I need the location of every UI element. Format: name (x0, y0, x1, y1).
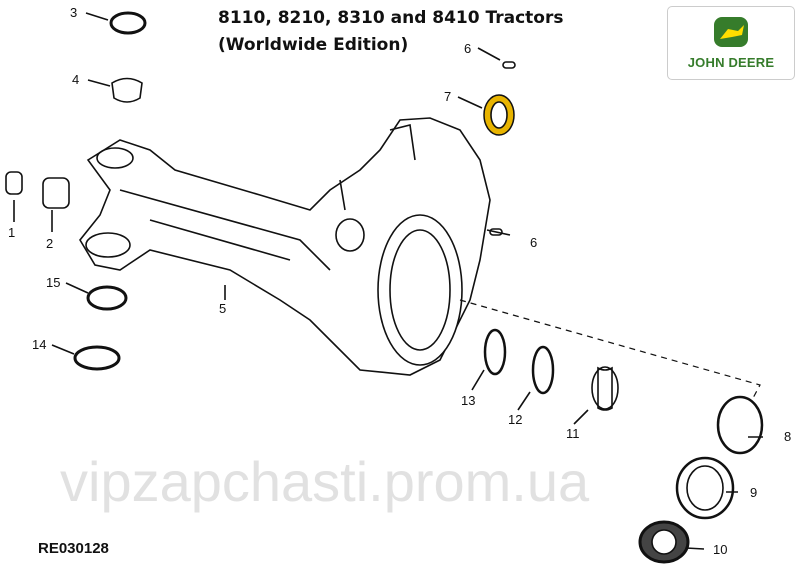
part-9 (675, 456, 735, 520)
part-14 (73, 345, 121, 371)
logo-text: JOHN DEERE (687, 55, 775, 70)
part-6b (489, 228, 503, 236)
callout-4: 4 (72, 72, 79, 87)
callout-13: 13 (461, 393, 475, 408)
callout-6-top: 6 (464, 41, 471, 56)
john-deere-logo: JOHN DEERE (667, 6, 795, 80)
callout-1: 1 (8, 225, 15, 240)
part-15 (86, 285, 128, 311)
part-6a (502, 61, 516, 69)
part-3 (109, 11, 147, 35)
diagram-title-line1: 8110, 8210, 8310 and 8410 Tractors (218, 8, 564, 28)
deer-icon (714, 17, 748, 47)
part-8 (716, 395, 764, 455)
callout-15: 15 (46, 275, 60, 290)
part-2 (42, 177, 70, 209)
part-11 (597, 366, 613, 411)
reference-code: RE030128 (38, 540, 109, 557)
part-1 (5, 171, 23, 195)
callout-14: 14 (32, 337, 46, 352)
callout-3: 3 (70, 5, 77, 20)
part-12 (531, 345, 555, 395)
callout-8: 8 (784, 429, 791, 444)
part-13 (483, 328, 507, 376)
part-4 (111, 77, 143, 103)
diagram-title-line2: (Worldwide Edition) (218, 35, 409, 55)
callout-12: 12 (508, 412, 522, 427)
callout-6-side: 6 (530, 235, 537, 250)
callout-10: 10 (713, 542, 727, 557)
callout-2: 2 (46, 236, 53, 251)
callout-5: 5 (219, 301, 226, 316)
callout-11: 11 (566, 426, 580, 441)
callout-7: 7 (444, 89, 451, 104)
watermark: vipzapchasti.prom.ua (60, 450, 590, 513)
callout-9: 9 (750, 485, 757, 500)
